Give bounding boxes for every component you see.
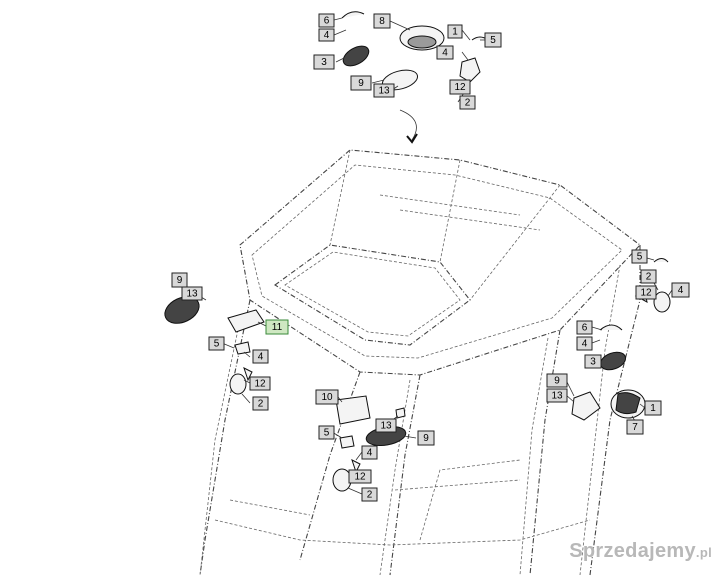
- callout-2: 2: [361, 487, 378, 502]
- leader-lines: [181, 17, 673, 495]
- callout-number: 2: [258, 399, 264, 410]
- callout-number: 5: [324, 428, 330, 439]
- callout-3: 3: [313, 54, 335, 70]
- callout-5: 5: [631, 249, 648, 264]
- callout-3: 3: [584, 354, 602, 369]
- callout-6: 6: [576, 320, 593, 335]
- callout-number: 2: [367, 490, 373, 501]
- callout-number: 9: [554, 376, 560, 387]
- callout-4: 4: [436, 45, 454, 60]
- callout-13: 13: [373, 83, 395, 98]
- callout-number: 2: [646, 272, 652, 283]
- callout-5: 5: [484, 32, 502, 48]
- callout-number: 4: [582, 339, 588, 350]
- callout-9: 9: [171, 272, 188, 288]
- callout-13: 13: [375, 418, 397, 433]
- callout-12: 12: [249, 376, 271, 391]
- callout-number: 6: [582, 323, 588, 334]
- mount-right-part: [571, 391, 601, 421]
- callout-7: 7: [626, 419, 644, 435]
- callout-number: 3: [590, 357, 596, 368]
- mount-center-part: [335, 395, 371, 425]
- callout-number: 1: [650, 403, 656, 414]
- callout-4: 4: [318, 28, 335, 42]
- lamp-left-part: [229, 373, 247, 395]
- callout-number: 9: [423, 433, 429, 444]
- callout-2: 2: [252, 396, 269, 411]
- callout-number: 4: [678, 285, 684, 296]
- callout-number: 9: [177, 275, 183, 286]
- mount-left-part: [227, 309, 265, 333]
- watermark-suffix: .pl: [695, 545, 712, 560]
- callout-4: 4: [576, 336, 593, 351]
- callout-number: 12: [640, 288, 652, 299]
- callout-number: 7: [632, 422, 638, 433]
- callout-number: 5: [637, 252, 643, 263]
- callout-1: 1: [447, 24, 463, 39]
- callout-4: 4: [252, 349, 269, 364]
- callout-13: 13: [546, 388, 568, 403]
- callout-12: 12: [449, 79, 471, 95]
- callout-number: 5: [214, 339, 220, 350]
- callout-number: 2: [465, 98, 471, 109]
- callout-1: 1: [644, 400, 662, 416]
- callout-number: 4: [367, 448, 373, 459]
- callout-number: 13: [551, 391, 563, 402]
- callout-8: 8: [373, 13, 391, 29]
- callout-number: 8: [379, 16, 385, 27]
- callout-number: 1: [452, 27, 458, 38]
- callout-6: 6: [318, 13, 335, 28]
- left-light-group: [164, 296, 265, 395]
- clip-part: [341, 11, 365, 19]
- lens-part: [342, 45, 370, 67]
- callout-number: 6: [324, 16, 330, 27]
- callout-2: 2: [640, 269, 657, 284]
- callout-number: 12: [454, 82, 466, 93]
- callout-number: 13: [380, 421, 392, 432]
- roof-light-assembly-detail: [341, 11, 489, 144]
- callout-4: 4: [361, 445, 378, 460]
- callout-12: 12: [348, 469, 372, 484]
- callout-5: 5: [318, 425, 335, 440]
- callout-number: 3: [321, 57, 327, 68]
- lamp-right-part: [653, 291, 671, 313]
- callout-number: 5: [490, 35, 496, 46]
- callout-number: 4: [442, 48, 448, 59]
- callout-number: 12: [254, 379, 266, 390]
- callout-13: 13: [181, 286, 203, 301]
- right-light-group: [571, 258, 671, 421]
- callout-number: 10: [321, 392, 333, 403]
- callout-number: 12: [354, 472, 366, 483]
- callout-9: 9: [417, 430, 435, 446]
- callout-number: 13: [186, 289, 198, 300]
- watermark-logo: Sprzedajemy.pl: [569, 540, 712, 563]
- callout-9: 9: [350, 75, 372, 91]
- callout-number: 9: [358, 78, 364, 89]
- callout-9: 9: [546, 373, 568, 388]
- callout-number: 13: [378, 86, 390, 97]
- callout-number: 4: [324, 30, 330, 41]
- watermark-text: Sprzedajemy: [569, 540, 696, 562]
- callout-4: 4: [671, 282, 690, 298]
- callout-2: 2: [459, 95, 476, 110]
- callout-10: 10: [315, 389, 339, 405]
- callout-12: 12: [635, 285, 657, 300]
- callout-number: 11: [272, 322, 283, 333]
- bracket-part: [459, 57, 481, 83]
- cab-frame: [199, 149, 641, 576]
- worklight-left-part: [164, 296, 200, 324]
- callout-number: 4: [258, 352, 264, 363]
- callout-5: 5: [208, 336, 225, 351]
- callout-11: 11: [265, 319, 289, 335]
